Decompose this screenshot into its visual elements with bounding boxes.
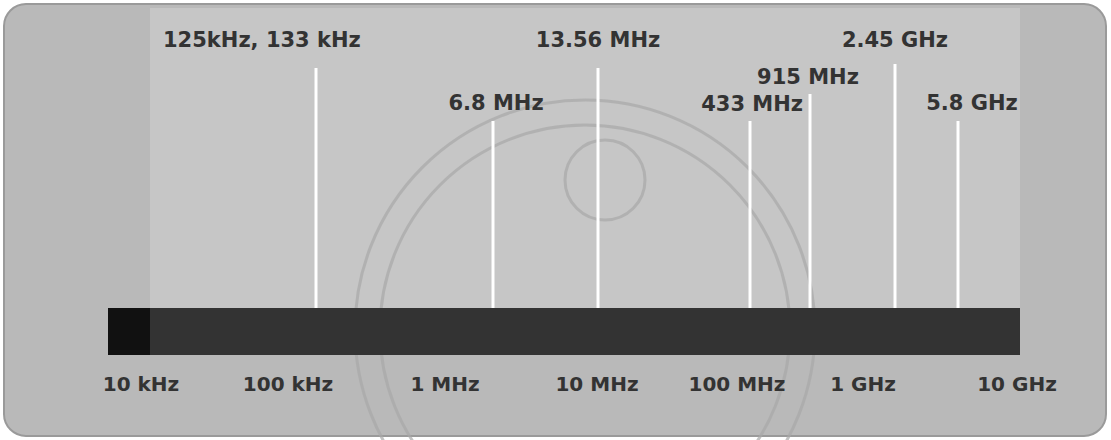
frequency-label: 125kHz, 133 kHz	[163, 28, 361, 52]
axis-label: 10 MHz	[555, 373, 638, 396]
frequency-markers	[316, 64, 958, 308]
frequency-bar-start	[108, 308, 150, 355]
frequency-label: 915 MHz	[757, 65, 859, 89]
marker-line	[749, 121, 752, 308]
axis-label: 10 GHz	[977, 373, 1057, 396]
marker-line	[597, 68, 600, 308]
axis-label: 1 MHz	[410, 373, 479, 396]
axis-label: 100 kHz	[243, 373, 333, 396]
frequency-bar	[108, 308, 1020, 355]
frequency-label: 2.45 GHz	[842, 28, 948, 52]
panel	[4, 4, 1106, 436]
frequency-label: 6.8 MHz	[448, 91, 543, 115]
watermark	[355, 100, 815, 440]
frequency-label: 13.56 MHz	[536, 28, 660, 52]
frequency-label: 433 MHz	[701, 92, 803, 116]
axis-label: 10 kHz	[103, 373, 179, 396]
frequency-label: 5.8 GHz	[926, 91, 1018, 115]
panel-light-area	[150, 8, 1020, 308]
marker-line	[492, 121, 495, 308]
axis-label: 1 GHz	[830, 373, 896, 396]
marker-line	[894, 64, 897, 308]
marker-line	[315, 68, 318, 308]
axis-label: 100 MHz	[689, 373, 786, 396]
marker-line	[809, 94, 812, 308]
marker-line	[957, 121, 960, 308]
